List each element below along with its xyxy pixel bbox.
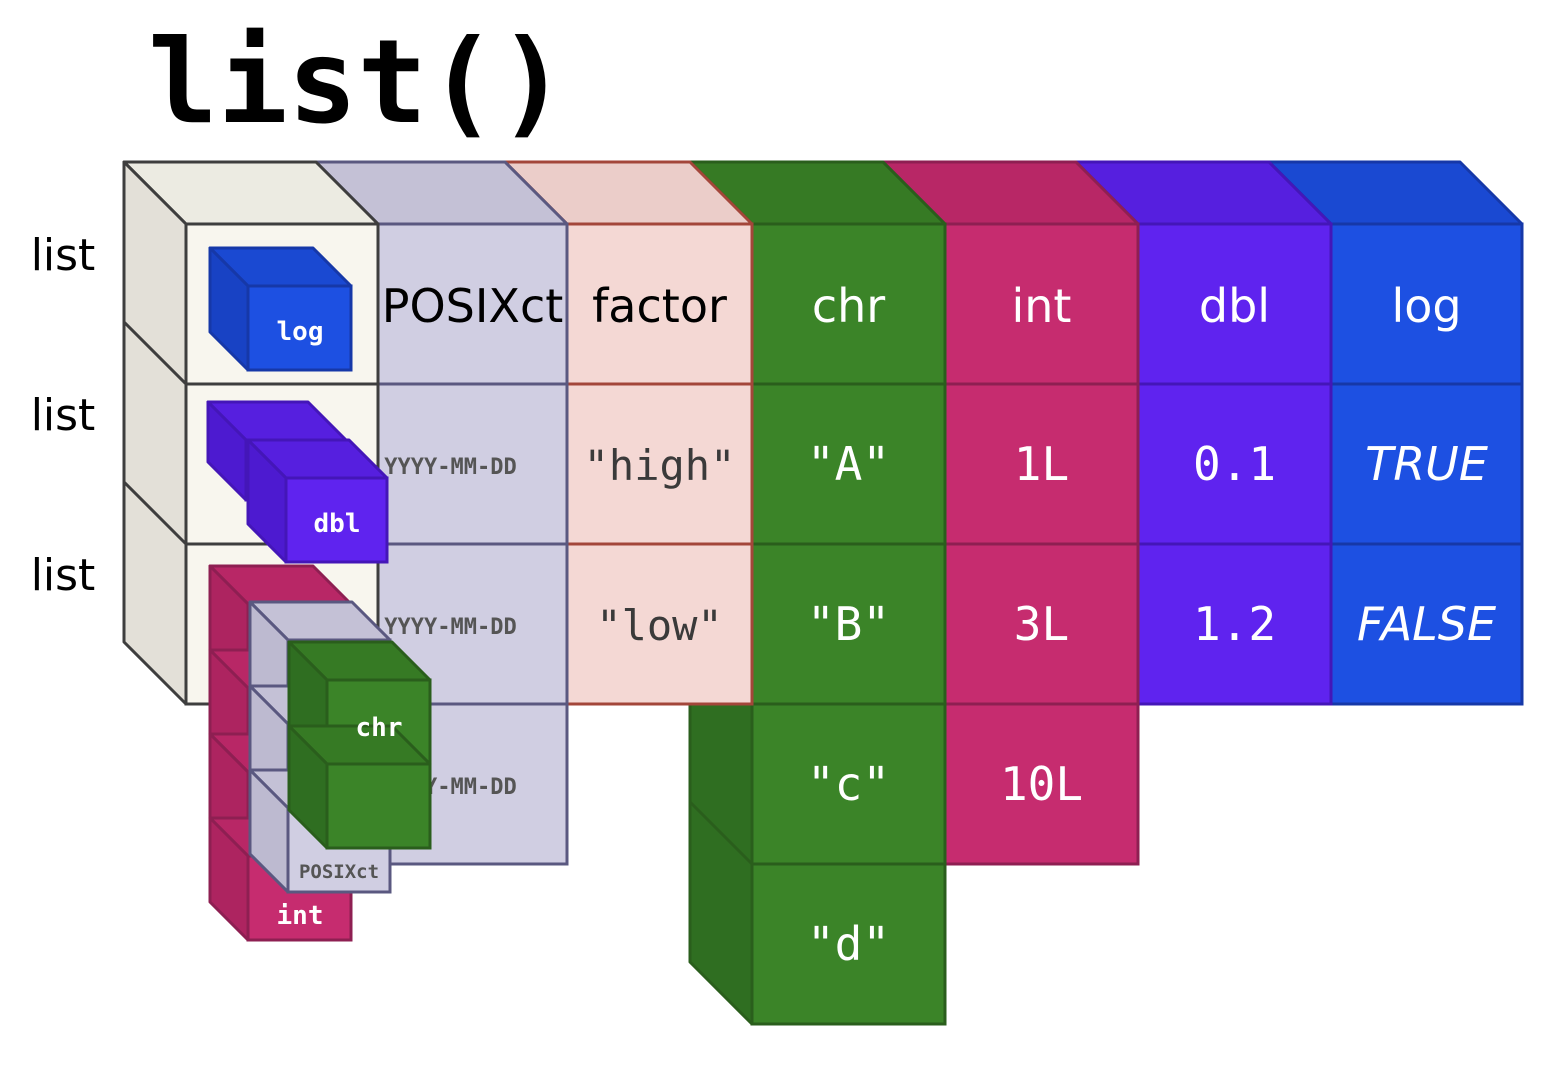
column-factor-value: "low" [596,601,722,650]
column-log-value: FALSE [1357,597,1496,651]
column-int-value: 1L [1014,437,1069,491]
column-log-header: log [1391,279,1461,333]
row-label: list [31,230,96,281]
title: list() [148,15,567,150]
column-int-value: 10L [1000,757,1083,811]
nested-chr-cube-front [325,762,432,850]
column-factor-header: factor [592,279,727,333]
column-int-value: 3L [1014,597,1069,651]
column-int-cell [943,542,1140,706]
column-chr-cell [750,542,947,706]
column-list-side-edge [122,320,188,386]
nested-log-label: log [277,317,324,347]
nested-posix-label: POSIXct [299,861,379,883]
column-dbl-cell [1136,542,1333,706]
column-chr-value: "B" [807,597,890,651]
column-int-cell [943,222,1140,386]
column-list-side-edge [122,480,188,546]
nested-dbl-cube-front [284,476,389,564]
column-chr-header: chr [812,279,885,333]
column-posix-value: YYYY-MM-DD [384,455,516,480]
column-list-side [122,160,188,706]
column-factor-value: "high" [584,441,736,490]
column-factor-cell [565,382,754,546]
nested-int-label: int [277,901,324,931]
row-label: list [31,550,96,601]
column-log-value: TRUE [1365,437,1488,491]
column-int-cell [943,382,1140,546]
column-chr-value: "c" [807,757,890,811]
column-dbl-value: 1.2 [1193,597,1276,651]
column-factor-cell [565,222,754,386]
column-factor-cell [565,542,754,706]
row-label: list [31,390,96,441]
column-chr-cell [750,222,947,386]
column-log-cell [1329,222,1524,386]
column-posix-cell [376,222,569,386]
nested-log-cube-front [246,284,353,372]
column-chr-value: "A" [807,437,890,491]
column-dbl-cell [1136,382,1333,546]
column-posix-value: YYYY-MM-DD [384,615,516,640]
column-chr-cell [750,862,947,1026]
column-chr-side-edge [688,800,754,866]
column-int-header: int [1012,279,1072,333]
nested-chr-label: chr [356,713,403,743]
column-chr-cell [750,382,947,546]
column-chr-cell [750,702,947,866]
column-chr-value: "d" [807,917,890,971]
column-dbl-header: dbl [1199,279,1270,333]
column-dbl-value: 0.1 [1193,437,1276,491]
column-posix-header: POSIXct [382,279,564,333]
nested-dbl-label: dbl [314,509,361,539]
